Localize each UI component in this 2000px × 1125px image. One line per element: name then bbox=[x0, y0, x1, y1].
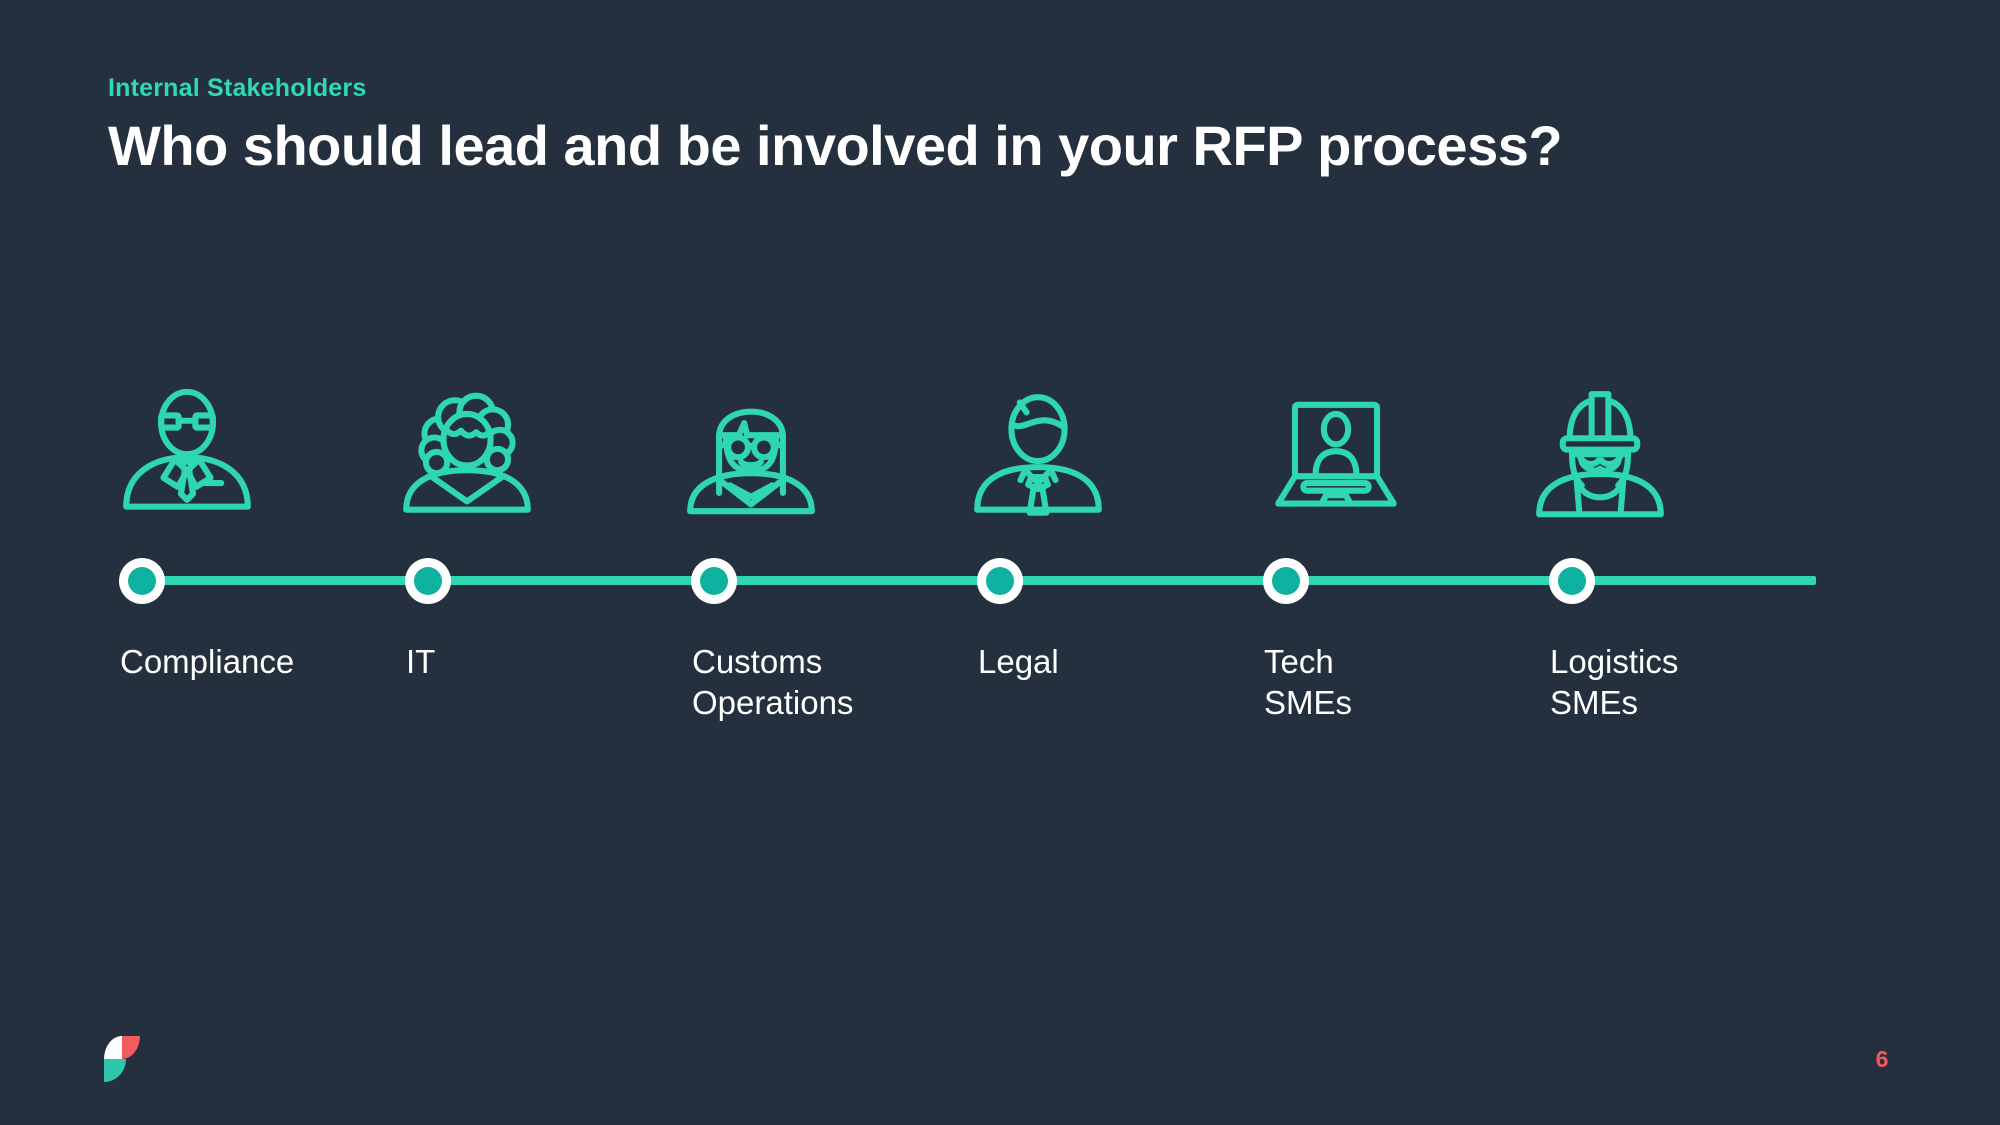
timeline-node-dot bbox=[1558, 567, 1586, 595]
timeline-node bbox=[977, 558, 1023, 604]
page-title: Who should lead and be involved in your … bbox=[108, 114, 1563, 177]
timeline-node bbox=[1549, 558, 1595, 604]
brand-logo bbox=[104, 1036, 140, 1082]
timeline-node bbox=[119, 558, 165, 604]
timeline-node-dot bbox=[414, 567, 442, 595]
timeline-node bbox=[1263, 558, 1309, 604]
timeline-node bbox=[691, 558, 737, 604]
woman-long-hair-glasses-icon bbox=[675, 382, 827, 534]
timeline-node bbox=[405, 558, 451, 604]
stakeholder-label: Logistics SMEs bbox=[1550, 643, 1679, 721]
stakeholder-label: IT bbox=[406, 643, 436, 680]
person-curly-hair-icon bbox=[391, 382, 543, 534]
slide-eyebrow: Internal Stakeholders bbox=[108, 74, 367, 102]
logo-teal-quarter bbox=[104, 1059, 126, 1082]
logo-white-quarter bbox=[104, 1036, 122, 1059]
stakeholder-label: Legal bbox=[978, 643, 1059, 680]
woman-hard-hat-icon bbox=[1524, 382, 1676, 534]
timeline-node-dot bbox=[1272, 567, 1300, 595]
laptop-video-call-icon bbox=[1260, 382, 1412, 534]
stakeholder-label: Tech SMEs bbox=[1264, 643, 1353, 721]
man-tie-icon bbox=[962, 382, 1114, 534]
man-glasses-suit-icon bbox=[111, 382, 263, 534]
timeline-node-dot bbox=[700, 567, 728, 595]
stakeholder-label: Customs Operations bbox=[692, 643, 854, 721]
timeline-node-dot bbox=[128, 567, 156, 595]
page-number: 6 bbox=[1875, 1046, 1889, 1072]
stakeholder-label: Compliance bbox=[120, 643, 295, 680]
timeline-node-dot bbox=[986, 567, 1014, 595]
logo-red-quarter bbox=[122, 1036, 140, 1059]
